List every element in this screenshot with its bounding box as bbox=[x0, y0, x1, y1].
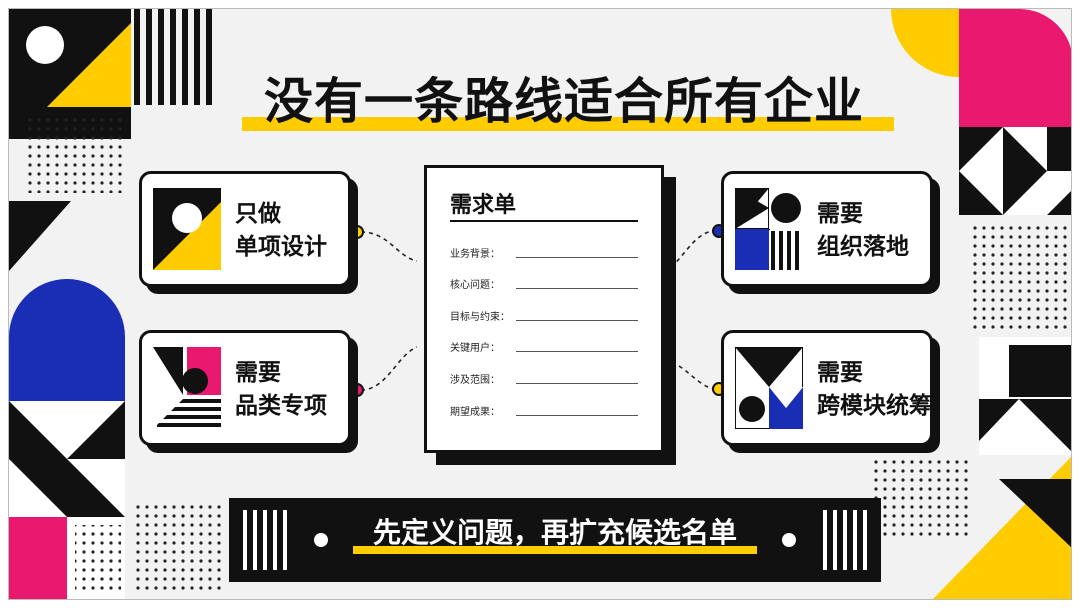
stripes-semicircle-icon bbox=[153, 347, 221, 429]
form-field-line bbox=[516, 351, 638, 352]
option-card-single-design: 只做 单项设计 bbox=[139, 171, 358, 294]
form-field-label: 核心问题： bbox=[450, 280, 500, 291]
circle-diagonal-icon bbox=[153, 188, 221, 270]
option-card-org-landing: 需要 组织落地 bbox=[721, 171, 940, 294]
conclusion-banner: 先定义问题，再扩充候选名单 bbox=[229, 498, 881, 582]
option-card-label: 需要 品类专项 bbox=[235, 360, 327, 419]
option-card-cross-module: 需要 跨模块统筹 bbox=[721, 330, 940, 453]
form-field-line bbox=[516, 257, 638, 258]
corner-decoration-top-left bbox=[9, 9, 212, 193]
form-title: 需求单 bbox=[450, 193, 517, 218]
slide-canvas: 没有一条路线适合所有企业 只做 单项设计 bbox=[8, 8, 1072, 600]
triangles-circle-icon bbox=[735, 347, 803, 429]
form-field-label: 期望成果： bbox=[450, 407, 500, 418]
corner-decoration-top-right bbox=[891, 9, 1071, 333]
option-card-category-project: 需要 品类专项 bbox=[139, 330, 358, 453]
option-card-label: 需要 组织落地 bbox=[817, 201, 909, 260]
banner-highlight bbox=[353, 546, 757, 554]
connector-lines bbox=[360, 230, 716, 391]
form-field-line bbox=[516, 320, 638, 321]
form-title-rule bbox=[450, 220, 638, 222]
headline: 没有一条路线适合所有企业 bbox=[234, 67, 894, 137]
headline-highlight bbox=[242, 117, 894, 131]
corner-decoration-left bbox=[9, 201, 223, 599]
form-field-label: 涉及范围： bbox=[450, 375, 500, 386]
corner-decoration-bottom-right bbox=[871, 337, 1071, 599]
form-field-line bbox=[516, 415, 638, 416]
form-field-label: 关键用户： bbox=[450, 343, 500, 354]
headline-text: 没有一条路线适合所有企业 bbox=[263, 73, 864, 130]
grid-blocks-icon bbox=[735, 188, 803, 270]
form-field-label: 业务背景： bbox=[450, 249, 500, 260]
requirement-form: 需求单 业务背景： 核心问题： 目标与约束： 关键用户： 涉及范围： 期望成果： bbox=[424, 165, 676, 465]
banner-decoration bbox=[243, 510, 867, 570]
option-card-label: 需要 跨模块统筹 bbox=[817, 360, 932, 419]
form-field-label: 目标与约束： bbox=[450, 312, 510, 323]
option-card-label: 只做 单项设计 bbox=[235, 201, 327, 260]
form-field-line bbox=[516, 288, 638, 289]
banner-text: 先定义问题，再扩充候选名单 bbox=[372, 516, 737, 549]
form-field-line bbox=[516, 383, 638, 384]
